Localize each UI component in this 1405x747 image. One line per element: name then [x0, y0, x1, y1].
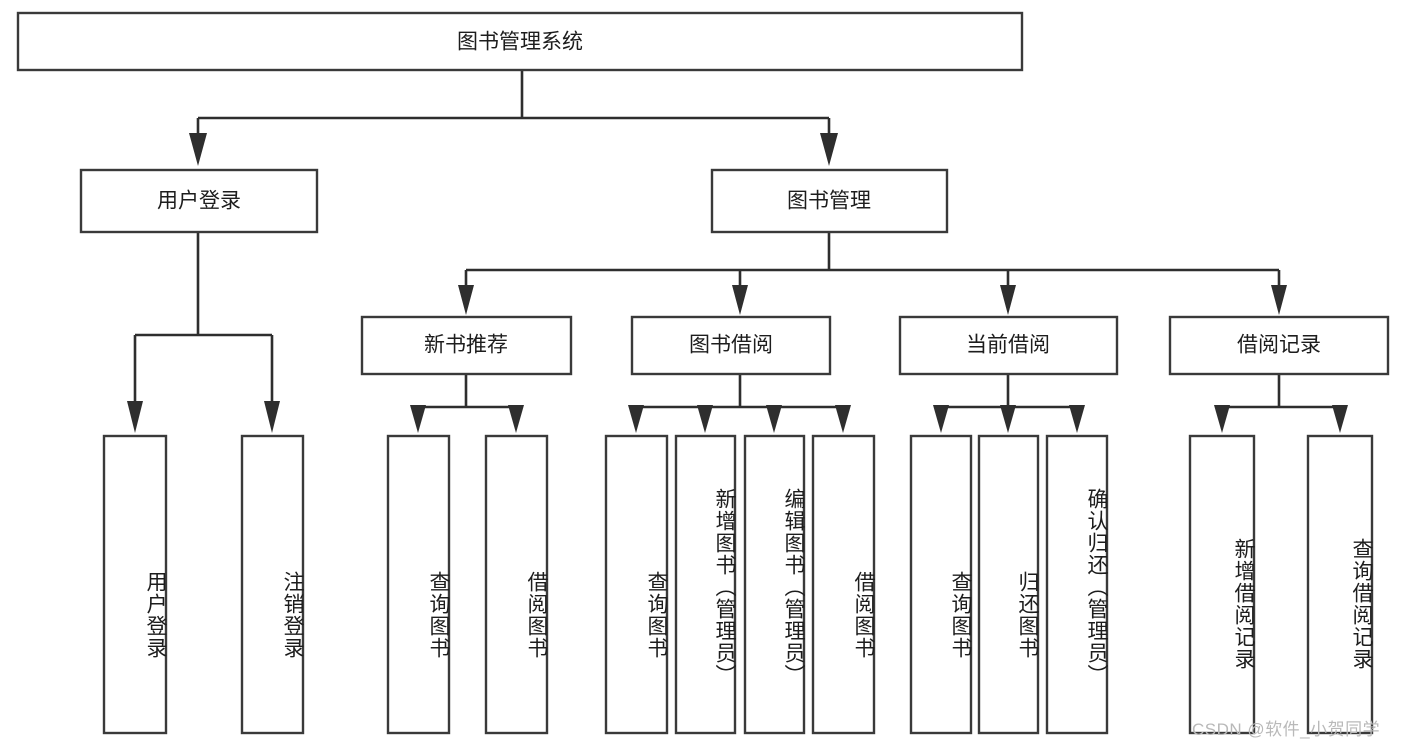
- node-box-book-borrow[interactable]: [630, 315, 832, 376]
- arrow-head-leaf-query-book-3: [933, 405, 949, 433]
- node-box-leaf-query-record[interactable]: [1306, 434, 1374, 735]
- label-root: 图书管理系统: [457, 31, 583, 54]
- arrow-head-leaf-confirm-return: [1069, 405, 1085, 433]
- node-box-current-borrow[interactable]: [898, 315, 1119, 376]
- arrow-head-leaf-query-book-2: [628, 405, 644, 433]
- label-book-manage: 图书管理: [787, 190, 871, 213]
- node-box-leaf-query-book-3[interactable]: [909, 434, 973, 735]
- node-box-leaf-borrow-book-1[interactable]: [484, 434, 549, 735]
- node-box-leaf-add-book[interactable]: [674, 434, 737, 735]
- arrow-head-leaf-logout: [264, 401, 280, 433]
- connector-group-newbook-to-leaves: [410, 374, 524, 433]
- arrow-head-leaf-add-record: [1214, 405, 1230, 433]
- arrow-head-book-manage: [820, 133, 838, 166]
- arrow-head-leaf-query-book-1: [410, 405, 426, 433]
- arrow-head-current-borrow: [1000, 285, 1016, 315]
- node-box-leaf-query-book-2[interactable]: [604, 434, 669, 735]
- node-box-leaf-return-book[interactable]: [977, 434, 1040, 735]
- connector-group-bookborrow-to-leaves: [628, 374, 851, 433]
- node-box-leaf-borrow-book-2[interactable]: [811, 434, 876, 735]
- connector-group-currentborrow-to-leaves: [933, 374, 1085, 433]
- arrow-head-book-borrow: [732, 285, 748, 315]
- node-box-borrow-record[interactable]: [1168, 315, 1390, 376]
- connector-group-borrowrecord-to-leaves: [1214, 374, 1348, 433]
- node-box-book-manage[interactable]: [710, 168, 949, 234]
- watermark-text: CSDN @软件_小贺同学: [1192, 720, 1381, 739]
- node-box-leaf-add-record[interactable]: [1188, 434, 1256, 735]
- arrow-head-leaf-return-book: [1000, 405, 1016, 433]
- node-box-user-login[interactable]: [79, 168, 319, 234]
- node-box-leaf-edit-book[interactable]: [743, 434, 806, 735]
- node-box-leaf-logout[interactable]: [240, 434, 305, 735]
- label-new-book-recommend: 新书推荐: [424, 334, 508, 357]
- connector-group-bookmanage-to-level2: [458, 232, 1287, 315]
- arrow-head-user-login: [189, 133, 207, 166]
- arrow-head-leaf-query-record: [1332, 405, 1348, 433]
- arrow-head-leaf-user-login: [127, 401, 143, 433]
- connector-group-userlogin-to-leaves: [127, 232, 280, 433]
- arrow-head-leaf-add-book: [697, 405, 713, 433]
- label-book-borrow: 图书借阅: [689, 334, 773, 357]
- label-user-login: 用户登录: [157, 190, 241, 213]
- arrow-head-leaf-edit-book: [766, 405, 782, 433]
- node-box-new-book-recommend[interactable]: [360, 315, 573, 376]
- node-box-leaf-confirm-return[interactable]: [1045, 434, 1109, 735]
- arrow-head-leaf-borrow-book-1: [508, 405, 524, 433]
- arrow-head-borrow-record: [1271, 285, 1287, 315]
- node-box-root[interactable]: [16, 11, 1024, 72]
- arrow-head-leaf-borrow-book-2: [835, 405, 851, 433]
- arrow-head-new-book-recommend: [458, 285, 474, 315]
- connector-group-root-to-level1: [189, 70, 838, 166]
- node-box-leaf-query-book-1[interactable]: [386, 434, 451, 735]
- label-borrow-record: 借阅记录: [1237, 334, 1321, 357]
- label-current-borrow: 当前借阅: [966, 334, 1050, 357]
- node-box-leaf-user-login[interactable]: [102, 434, 168, 735]
